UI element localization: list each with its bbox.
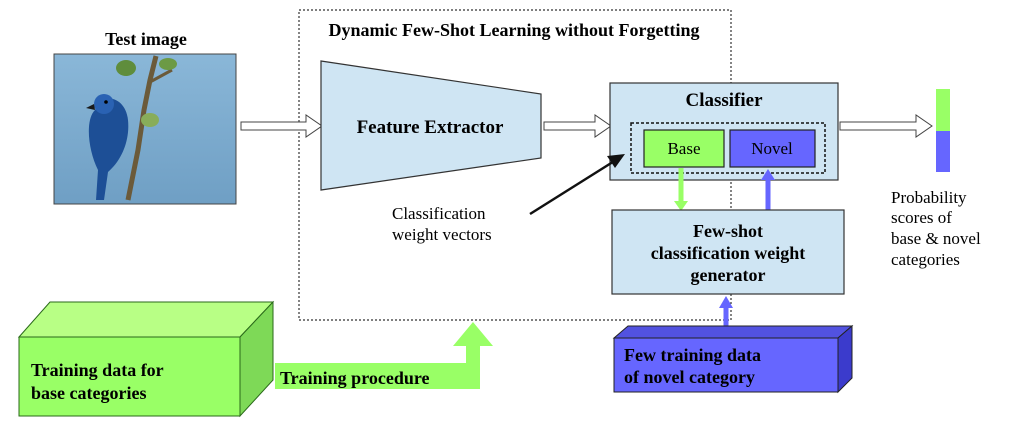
arrow-extractor-to-classifier xyxy=(543,114,612,138)
framework-box xyxy=(298,9,732,321)
arrow-novel-data-to-generator-head xyxy=(719,296,733,308)
base-training-data-box xyxy=(17,300,275,418)
output-prob-base xyxy=(936,89,950,131)
arrow-base-to-generator-head xyxy=(674,201,688,211)
classification-weights-line2: weight vectors xyxy=(392,225,492,244)
novel-weights-label: Novel xyxy=(751,139,793,158)
classification-weights-line1: Classification xyxy=(392,204,486,223)
test-image-title: Test image xyxy=(105,29,187,49)
base-weights-label: Base xyxy=(667,139,700,158)
test-image xyxy=(53,53,237,205)
base-training-line2: base categories xyxy=(31,383,146,403)
classification-weights-pointer-head xyxy=(607,154,625,168)
classification-weights-pointer xyxy=(529,158,617,216)
arrow-image-to-extractor xyxy=(240,114,323,138)
novel-training-data-box xyxy=(612,324,854,394)
feature-extractor-label: Feature Extractor xyxy=(357,117,504,138)
base-weights-box xyxy=(643,129,725,168)
novel-training-line1: Few training data xyxy=(624,345,761,365)
training-procedure-label: Training procedure xyxy=(280,368,430,388)
output-label-line1: Probability xyxy=(891,188,967,207)
output-label-line2: scores of xyxy=(891,208,952,227)
framework-title: Dynamic Few-Shot Learning without Forget… xyxy=(329,20,700,40)
output-prob-novel xyxy=(936,131,950,172)
feature-extractor-shape xyxy=(320,60,542,191)
generator-box xyxy=(611,209,845,295)
generator-line1: Few-shot xyxy=(693,221,763,241)
generator-line3: generator xyxy=(691,265,766,285)
classifier-title: Classifier xyxy=(685,90,763,111)
output-label-line3: base & novel xyxy=(891,229,981,248)
arrow-classifier-to-output xyxy=(839,114,933,138)
training-procedure-arrow xyxy=(275,322,493,389)
base-training-line1: Training data for xyxy=(31,360,164,380)
output-label-line4: categories xyxy=(891,250,960,269)
arrow-generator-to-novel-head xyxy=(761,169,775,180)
generator-line2: classification weight xyxy=(651,243,806,263)
novel-weights-box xyxy=(729,129,816,168)
classifier-weights-group xyxy=(630,122,826,174)
novel-training-line2: of novel category xyxy=(624,367,755,387)
